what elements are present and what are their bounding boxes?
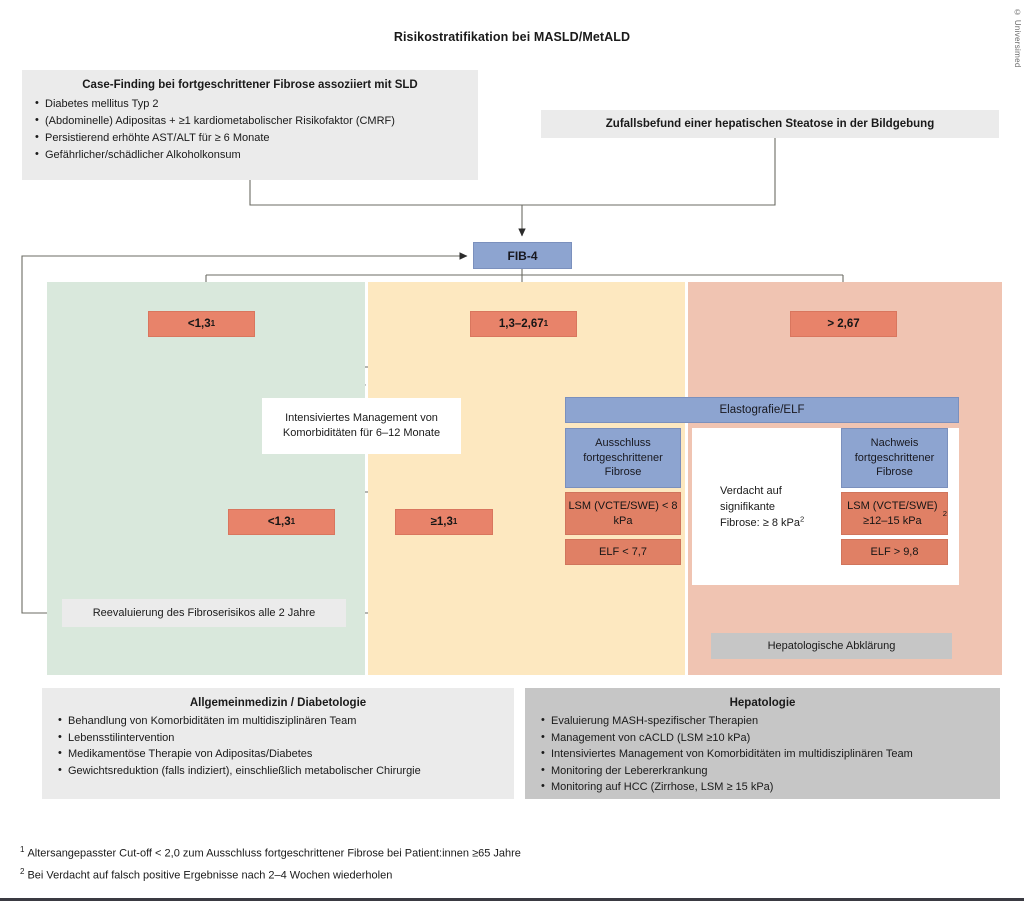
confirmation-title-box: Nachweis fortgeschrittener Fibrose: [841, 428, 948, 488]
chip-label: > 2,67: [827, 318, 860, 330]
case-finding-heading: Case-Finding bei fortgeschrittener Fibro…: [82, 79, 418, 91]
list-item: Gefährlicher/schädlicher Alkoholkonsum: [34, 146, 466, 164]
list-item: Behandlung von Komorbiditäten im multidi…: [56, 712, 500, 730]
list-item: Management von cACLD (LSM ≥10 kPa): [539, 729, 986, 747]
footnote-text: Bei Verdacht auf falsch positive Ergebni…: [27, 869, 393, 882]
footnote-marker: 1: [20, 845, 25, 854]
list-item: Gewichtsreduktion (falls indiziert), ein…: [56, 762, 500, 780]
reevaluation-box: Reevaluierung des Fibroserisikos alle 2 …: [62, 599, 346, 627]
exclusion-lsm-box: LSM (VCTE/SWE) < 8 kPa: [565, 492, 681, 535]
hepatological-workup-box: Hepatologische Abklärung: [711, 633, 952, 659]
chip-label: ≥1,3: [430, 516, 453, 528]
confirmation-elf-box: ELF > 9,8: [841, 539, 948, 565]
footnote-marker: 2: [20, 866, 25, 876]
list-item: Evaluierung MASH-spezifischer Therapien: [539, 712, 986, 730]
list-item: (Abdominelle) Adipositas + ≥1 kardiometa…: [34, 112, 466, 130]
general-medicine-heading: Allgemeinmedizin / Diabetologie: [189, 697, 367, 709]
intensified-management-box: Intensiviertes Management von Komorbidit…: [262, 398, 461, 454]
list-item: Medikamentöse Therapie von Adipositas/Di…: [56, 745, 500, 763]
suspicion-label: Verdacht auf signifikante Fibrose: ≥ 8 k…: [720, 485, 801, 529]
suspicion-text: Verdacht auf signifikante Fibrose: ≥ 8 k…: [720, 483, 810, 531]
chip-label: 1,3–2,67: [498, 318, 544, 330]
list-item: Persistierend erhöhte AST/ALT für ≥ 6 Mo…: [34, 129, 466, 147]
hepatology-box: Hepatologie Evaluierung MASH-spezifische…: [525, 688, 1000, 799]
elastography-elf-box: Elastografie/ELF: [565, 397, 959, 423]
fib4-box: FIB-4: [473, 242, 572, 269]
list-item: Monitoring auf HCC (Zirrhose, LSM ≥ 15 k…: [539, 778, 986, 796]
list-item: Lebensstilintervention: [56, 729, 500, 747]
general-medicine-box: Allgemeinmedizin / Diabetologie Behandlu…: [42, 688, 514, 799]
list-item: Monitoring der Lebererkrankung: [539, 762, 986, 780]
chip-fib4-high: > 2,67: [790, 311, 897, 337]
confirmation-lsm-label: LSM (VCTE/SWE) ≥12–15 kPa: [847, 500, 938, 527]
page-title: Risikostratifikation bei MASLD/MetALD: [393, 30, 631, 44]
hepatology-list: Evaluierung MASH-spezifischer Therapien …: [539, 712, 986, 796]
case-finding-box: Case-Finding bei fortgeschrittener Fibro…: [22, 70, 478, 180]
hepatology-heading: Hepatologie: [729, 697, 796, 709]
chip-label: <1,3: [267, 516, 291, 528]
incidental-finding-box: Zufallsbefund einer hepatischen Steatose…: [541, 110, 999, 138]
footnote-ref: 2: [800, 514, 805, 524]
list-item: Diabetes mellitus Typ 2: [34, 95, 466, 113]
exclusion-elf-box: ELF < 7,7: [565, 539, 681, 565]
footnote-text: Altersangepasster Cut-off < 2,0 zum Auss…: [27, 847, 521, 860]
chip-label: <1,3: [187, 318, 211, 330]
list-item: Intensiviertes Management von Komorbidit…: [539, 745, 986, 763]
general-medicine-list: Behandlung von Komorbiditäten im multidi…: [56, 712, 500, 780]
case-finding-list: Diabetes mellitus Typ 2 (Abdominelle) Ad…: [34, 95, 466, 164]
exclusion-title-box: Ausschluss fortgeschrittener Fibrose: [565, 428, 681, 488]
copyright-notice: © Universimed: [1013, 8, 1022, 68]
